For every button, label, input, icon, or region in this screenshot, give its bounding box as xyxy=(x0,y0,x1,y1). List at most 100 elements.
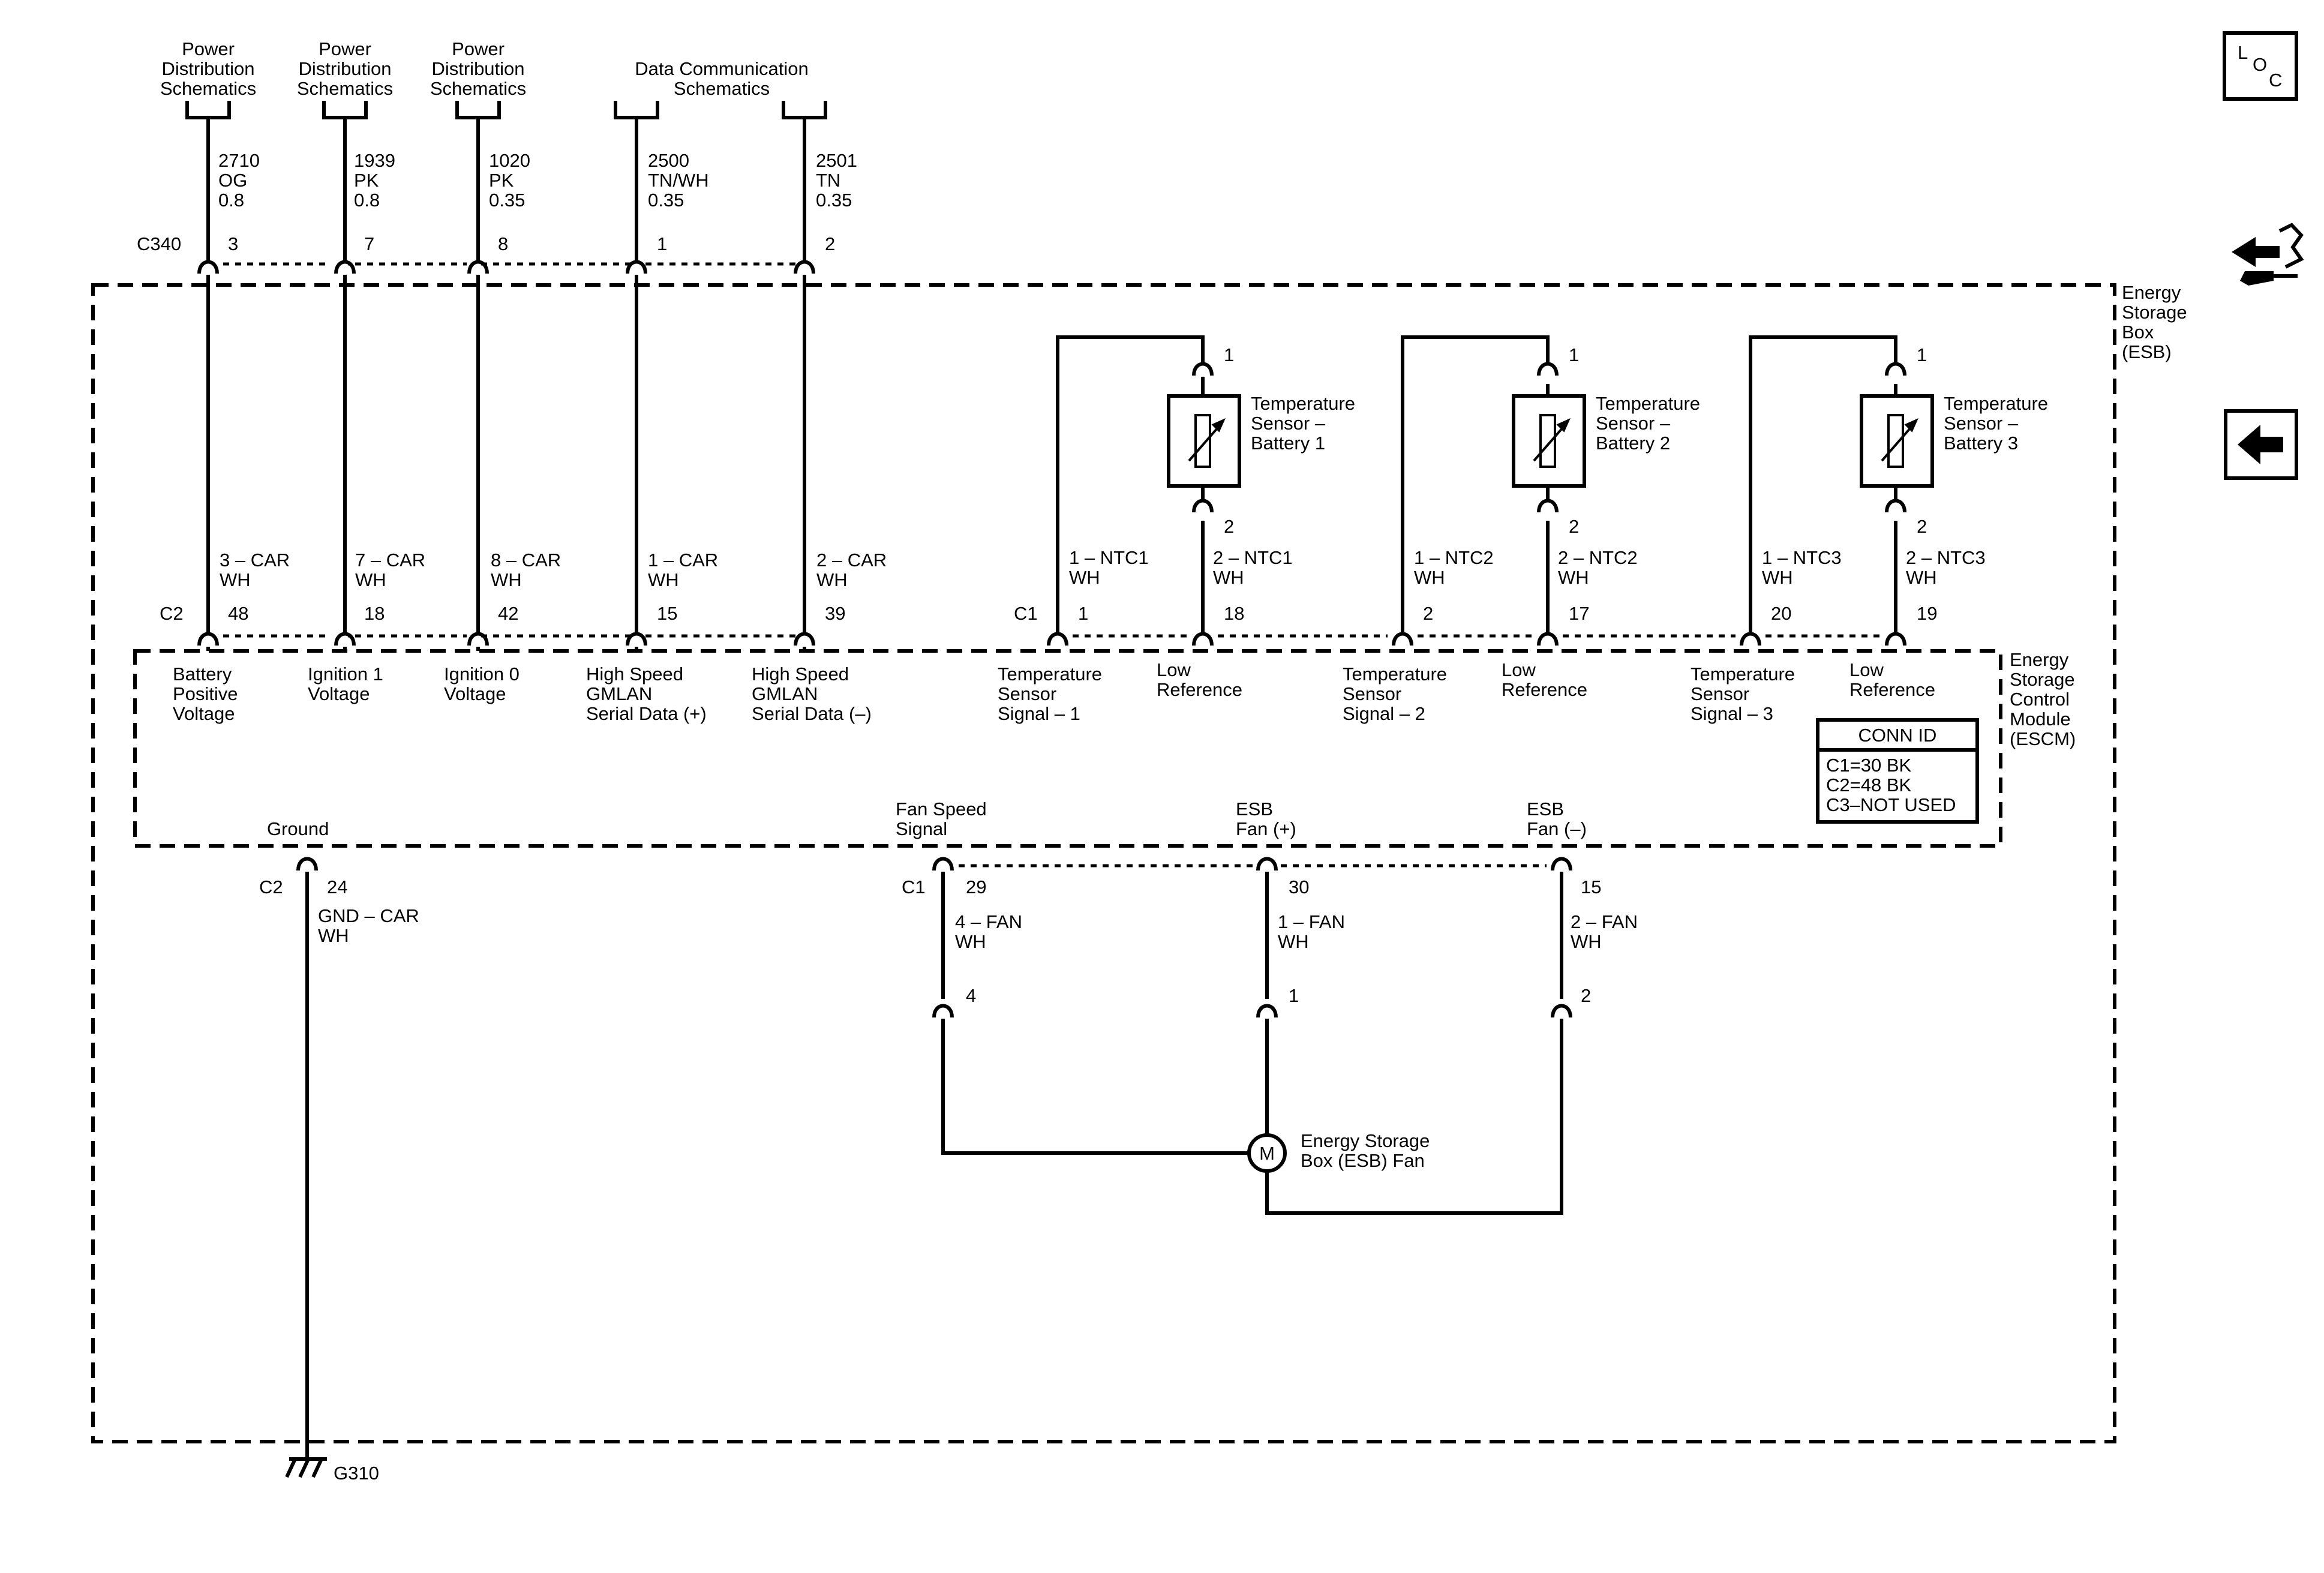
svg-text:Ignition 0: Ignition 0 xyxy=(444,664,520,685)
cavity-gap xyxy=(1747,634,1753,647)
ref-power-3[interactable]: Power Distribution Schematics xyxy=(430,38,526,99)
svg-text:PK: PK xyxy=(489,170,514,191)
svg-text:1: 1 xyxy=(1917,344,1927,365)
svg-text:1 – NTC3: 1 – NTC3 xyxy=(1762,547,1842,568)
connector-c1-label: C1 xyxy=(1014,603,1038,624)
svg-text:42: 42 xyxy=(498,603,518,624)
temperature-sensor-1[interactable] xyxy=(1056,335,1241,636)
cavity-gap xyxy=(1545,364,1551,377)
svg-text:3: 3 xyxy=(228,233,238,254)
esb-fan-motor[interactable]: M xyxy=(1247,1133,1287,1173)
svg-text:Fan (–): Fan (–) xyxy=(1527,818,1587,839)
connector-cavity xyxy=(467,632,489,646)
esb-fan-label: Energy Storage Box (ESB) Fan xyxy=(1301,1130,1430,1171)
svg-text:Low: Low xyxy=(1502,659,1536,680)
cavity-gap xyxy=(633,262,639,275)
svg-text:C1=30 BK: C1=30 BK xyxy=(1826,755,1912,776)
svg-text:ESB: ESB xyxy=(1236,798,1273,819)
cavity-gap xyxy=(633,634,639,647)
svg-text:Distribution: Distribution xyxy=(431,58,524,79)
svg-text:WH: WH xyxy=(1762,567,1793,588)
cavity-gap xyxy=(205,634,211,647)
cavity-gap xyxy=(1264,858,1270,872)
cavity-gap xyxy=(1893,634,1899,647)
svg-text:WH: WH xyxy=(1278,931,1309,952)
svg-text:7 – CAR: 7 – CAR xyxy=(355,550,425,571)
temperature-sensor-3-labels: Temperature Sensor – Battery 3 1 2 1 – N… xyxy=(1691,344,2048,724)
svg-text:2: 2 xyxy=(825,233,835,254)
svg-text:Energy: Energy xyxy=(2010,649,2069,670)
connector-cavity xyxy=(296,857,318,871)
svg-text:2500: 2500 xyxy=(648,150,689,171)
connector-cavity xyxy=(197,632,219,646)
cavity-gap xyxy=(1893,500,1899,514)
svg-text:2: 2 xyxy=(1917,516,1927,537)
temperature-sensor-1-labels: Temperature Sensor – Battery 1 1 2 1 – N… xyxy=(998,344,1355,724)
connector-cavity xyxy=(334,260,356,274)
svg-text:Fan (+): Fan (+) xyxy=(1236,818,1296,839)
svg-text:Voltage: Voltage xyxy=(308,683,370,704)
svg-text:Schematics: Schematics xyxy=(160,78,256,99)
loc-icon[interactable]: L O C xyxy=(2223,31,2298,101)
svg-text:0.8: 0.8 xyxy=(354,190,380,211)
ground-terminal-label: G310 xyxy=(334,1463,379,1484)
svg-text:Voltage: Voltage xyxy=(173,703,235,724)
svg-text:Sensor: Sensor xyxy=(1343,683,1401,704)
svg-text:2: 2 xyxy=(1423,603,1433,624)
svg-text:Ground: Ground xyxy=(267,818,329,839)
svg-text:Box (ESB) Fan: Box (ESB) Fan xyxy=(1301,1150,1425,1171)
svg-text:Temperature: Temperature xyxy=(1251,393,1355,414)
esb-box xyxy=(91,283,2116,1443)
svg-text:C: C xyxy=(2269,70,2282,91)
ref-power-1[interactable]: Power Distribution Schematics xyxy=(160,38,256,99)
cavity-gap xyxy=(1545,500,1551,514)
svg-text:2 – NTC1: 2 – NTC1 xyxy=(1213,547,1293,568)
svg-text:2 – FAN: 2 – FAN xyxy=(1571,911,1638,932)
back-arrow-icon[interactable] xyxy=(2224,409,2298,480)
svg-text:Reference: Reference xyxy=(1157,679,1242,700)
connector-view-icon[interactable] xyxy=(2232,223,2304,286)
svg-text:0.35: 0.35 xyxy=(816,190,852,211)
svg-text:WH: WH xyxy=(1213,567,1244,588)
svg-text:Positive: Positive xyxy=(173,683,238,704)
svg-text:Battery: Battery xyxy=(173,664,232,685)
cavity-gap xyxy=(1893,364,1899,377)
svg-text:18: 18 xyxy=(364,603,385,624)
svg-text:Sensor –: Sensor – xyxy=(1944,413,2019,434)
svg-text:Energy: Energy xyxy=(2122,282,2181,303)
svg-text:Schematics: Schematics xyxy=(674,78,770,99)
conn-id-table: CONN ID C1=30 BK C2=48 BK C3–NOT USED xyxy=(1816,718,1979,824)
svg-text:Sensor: Sensor xyxy=(998,683,1056,704)
cavity-gap xyxy=(1200,634,1206,647)
svg-text:1: 1 xyxy=(657,233,667,254)
svg-text:18: 18 xyxy=(1224,603,1244,624)
temperature-sensor-2-labels: Temperature Sensor – Battery 2 1 2 1 – N… xyxy=(1343,344,1700,724)
svg-text:Battery 3: Battery 3 xyxy=(1944,433,2018,454)
svg-text:15: 15 xyxy=(1581,876,1601,897)
svg-text:2710: 2710 xyxy=(218,150,260,171)
svg-text:Low: Low xyxy=(1849,659,1884,680)
temperature-sensor-3[interactable] xyxy=(1749,335,1934,636)
connector-cavity xyxy=(1047,632,1068,646)
connector-cavity xyxy=(1256,857,1278,871)
svg-text:GMLAN: GMLAN xyxy=(586,683,652,704)
svg-text:Temperature: Temperature xyxy=(1596,393,1700,414)
svg-text:39: 39 xyxy=(825,603,845,624)
svg-text:Storage: Storage xyxy=(2010,669,2075,690)
cavity-gap xyxy=(342,262,348,275)
svg-text:19: 19 xyxy=(1917,603,1937,624)
fan-function-labels: Fan Speed Signal ESB Fan (+) ESB Fan (–) xyxy=(896,798,1587,839)
svg-text:1: 1 xyxy=(1569,344,1579,365)
svg-text:Signal – 3: Signal – 3 xyxy=(1691,703,1773,724)
top-wire-labels: 2710 OG 0.8 1939 PK 0.8 1020 PK 0.35 250… xyxy=(218,150,857,211)
svg-text:Fan Speed: Fan Speed xyxy=(896,798,987,819)
ref-power-2[interactable]: Power Distribution Schematics xyxy=(297,38,393,99)
temperature-sensor-2[interactable] xyxy=(1401,335,1586,636)
svg-text:Distribution: Distribution xyxy=(161,58,254,79)
connector-cavity xyxy=(1537,632,1559,646)
ref-data-communication[interactable]: Data Communication Schematics xyxy=(635,58,808,99)
svg-text:1: 1 xyxy=(1289,985,1299,1006)
connector-cavity xyxy=(1885,499,1906,513)
cavity-gap xyxy=(475,262,481,275)
svg-text:1 – NTC1: 1 – NTC1 xyxy=(1069,547,1149,568)
